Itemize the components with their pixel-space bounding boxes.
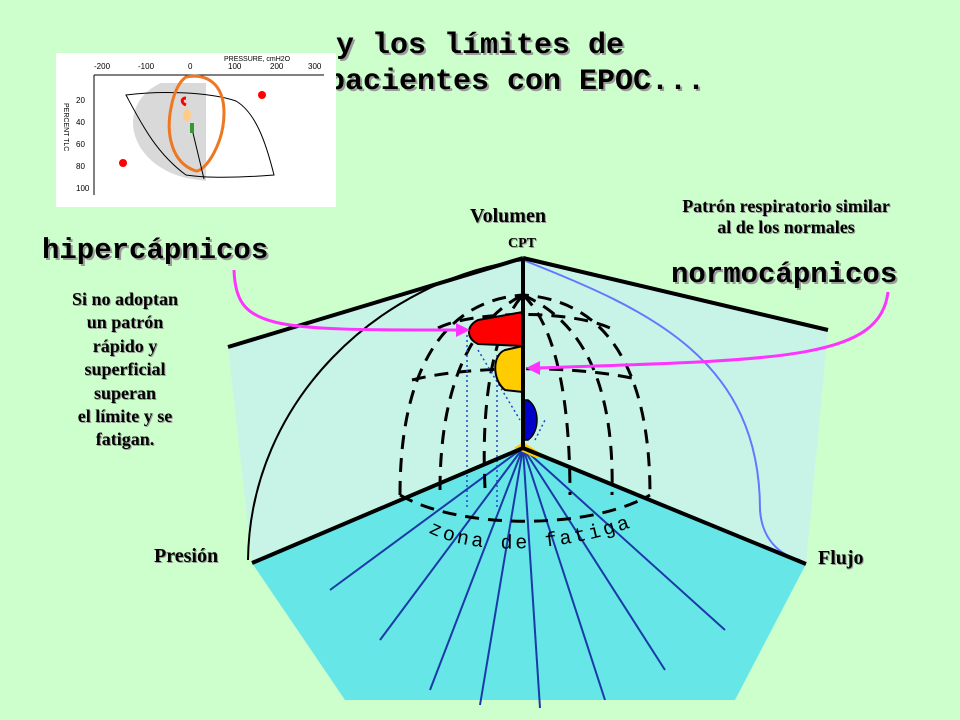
cpt-label: CPT bbox=[508, 236, 536, 251]
pink-arrowhead-right bbox=[526, 361, 540, 375]
yellow-region bbox=[494, 344, 524, 394]
pink-arrows bbox=[232, 269, 890, 370]
thumb-y-tick: 100 bbox=[76, 184, 90, 193]
hyper-note-line: fatigan. bbox=[95, 429, 155, 450]
pressure-volume-thumbnail: -200 -100 0 100 200 300 PRESSURE, cmH2O … bbox=[56, 53, 336, 207]
thumb-yellow-mark bbox=[183, 109, 191, 121]
thumb-stem bbox=[192, 132, 205, 180]
thumb-y-tick: 60 bbox=[76, 140, 85, 149]
floor-radial-lines bbox=[329, 447, 726, 709]
thumb-y-tick: 20 bbox=[76, 96, 85, 105]
hyper-note-line: superficial bbox=[84, 359, 166, 380]
hyper-note-line: rápido y bbox=[92, 335, 158, 356]
thumb-y-tick: 80 bbox=[76, 162, 85, 171]
thumbnail-plot: -200 -100 0 100 200 300 PRESSURE, cmH2O … bbox=[62, 56, 324, 195]
thumb-x-tick: 0 bbox=[188, 62, 193, 71]
thumb-x-tick: 300 bbox=[308, 62, 322, 71]
normocapnicos-label: normocápnicos bbox=[671, 258, 898, 291]
thumb-green-mark bbox=[190, 123, 194, 133]
thumb-y-tick: 40 bbox=[76, 118, 85, 127]
hypercapnic-note: Si no adoptan un patrón rápido y superfi… bbox=[30, 288, 220, 452]
normal-pattern-note: Patrón respiratorio similar al de los no… bbox=[626, 196, 946, 238]
presion-label: Presión bbox=[154, 545, 219, 567]
thumb-y-title: PERCENT TLC bbox=[62, 103, 69, 151]
left-wall bbox=[228, 258, 523, 563]
hyper-note-line: superan bbox=[93, 382, 156, 403]
pink-arrowhead-left bbox=[456, 323, 470, 337]
thumb-envelope bbox=[125, 92, 275, 178]
normal-note-line-2: al de los normales bbox=[717, 217, 855, 238]
thumb-x-tick: -100 bbox=[138, 62, 155, 71]
axes bbox=[227, 256, 829, 566]
thumb-red-mark bbox=[180, 96, 187, 107]
floor bbox=[252, 448, 806, 700]
thumb-red-dot bbox=[119, 159, 127, 167]
hyper-note-line: un patrón bbox=[86, 312, 164, 333]
thumb-red-dot bbox=[258, 91, 266, 99]
hyper-note-line: Si no adoptan bbox=[71, 289, 179, 309]
normal-note-line-1: Patrón respiratorio similar bbox=[682, 196, 890, 216]
thumb-orange-loop bbox=[167, 74, 226, 173]
right-envelope-curve bbox=[522, 259, 801, 561]
thumb-x-tick: 200 bbox=[270, 62, 284, 71]
thumb-x-tick: 100 bbox=[228, 62, 242, 71]
title-line-1: y los límites de bbox=[335, 29, 625, 63]
blue-region bbox=[522, 399, 538, 441]
volumen-label: Volumen bbox=[470, 205, 546, 227]
red-region bbox=[468, 310, 524, 348]
hyper-note-line: el límite y se bbox=[77, 405, 173, 426]
hipercapnicos-label: hipercápnicos bbox=[42, 234, 269, 267]
right-wall bbox=[523, 258, 828, 564]
thumb-axis-title: PRESSURE, cmH2O bbox=[224, 56, 291, 63]
thumb-x-tick: -200 bbox=[94, 62, 111, 71]
flujo-label: Flujo bbox=[818, 547, 864, 569]
